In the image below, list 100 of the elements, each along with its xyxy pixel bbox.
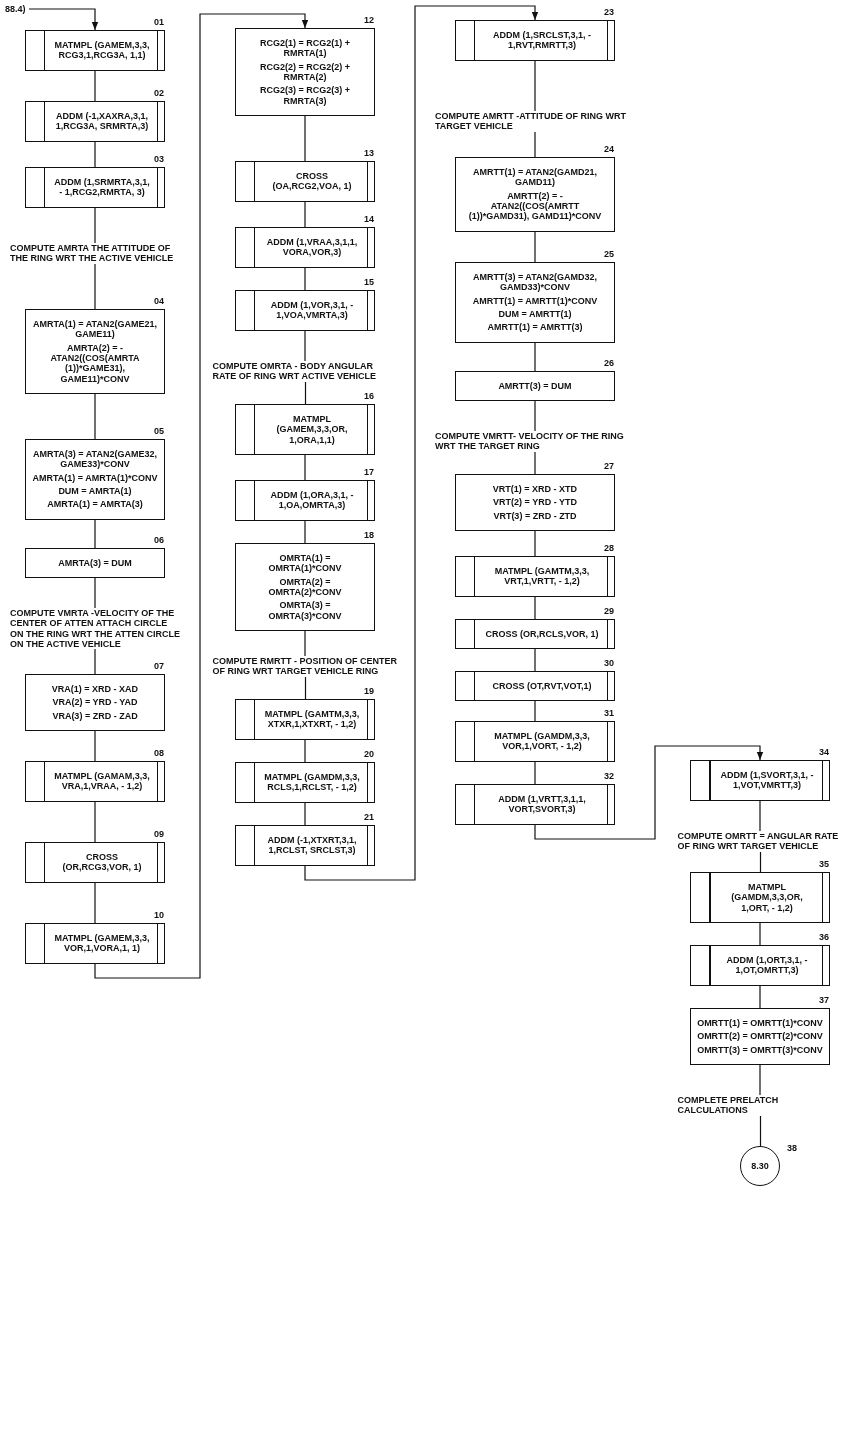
step-number: 15 xyxy=(364,277,374,288)
flow-line xyxy=(534,761,536,785)
step-number: 27 xyxy=(604,461,614,472)
formula-text: OMRTA(2) = OMRTA(2)*CONV xyxy=(267,576,343,598)
flow-line xyxy=(94,141,96,168)
formula-text: VRA(3) = ZRD - ZAD xyxy=(51,710,139,722)
formula-text: AMRTA(1) = AMRTA(3) xyxy=(46,499,144,510)
arrow xyxy=(94,13,309,979)
flow-line xyxy=(94,393,96,440)
step-number: 19 xyxy=(364,686,374,697)
flow-line xyxy=(304,381,307,405)
step-number: 12 xyxy=(364,15,374,26)
formula-text: AMRTA(3) = DUM xyxy=(57,558,133,569)
formula-text: ADDM (1,ORT,3,1, - 1,OT,OMRTT,3) xyxy=(725,955,809,976)
formula-text: AMRTT(3) = DUM xyxy=(497,381,573,392)
step-number: 28 xyxy=(604,543,614,554)
flow-line xyxy=(304,115,306,162)
step-number: 26 xyxy=(604,358,614,369)
step-number: 31 xyxy=(604,708,614,719)
formula-text: RCG2(3) = RCG2(3) + RMRTA(3) xyxy=(259,85,351,107)
step-number: 38 xyxy=(787,1143,797,1154)
formula-text: DUM = AMRTA(1) xyxy=(57,486,133,497)
arrow xyxy=(28,8,99,31)
step-number: 08 xyxy=(154,748,164,759)
formula-text: AMRTT(2) = - ATAN2((COS(AMRTT (1))*GAMD31), GAMD11)*CONV xyxy=(467,190,603,222)
step-number: 17 xyxy=(364,467,374,478)
flow-line xyxy=(759,800,761,832)
formula-text: VRA(2) = YRD - YAD xyxy=(51,697,139,708)
step-number: 24 xyxy=(604,144,614,155)
formula-text: MATMPL (GAMTM,3,3, XTXR,1,XTXRT, - 1,2) xyxy=(263,709,361,730)
formula-text: MATMPL (GAMDM,3,3, VOR,1,VORT, - 1,2) xyxy=(493,731,591,752)
flow-line xyxy=(534,648,536,672)
formula-text: VRT(3) = ZRD - ZTD xyxy=(492,510,578,522)
flow-line xyxy=(94,882,96,924)
step-number: 36 xyxy=(819,932,829,943)
flow-line xyxy=(304,630,306,657)
flow-line xyxy=(759,1115,762,1147)
formula-text: ADDM (1,VRTT,3,1,1, VORT,SVORT,3) xyxy=(497,794,587,815)
connector-label: 8.30 xyxy=(751,1160,769,1172)
step-number: 06 xyxy=(154,535,164,546)
flow-line xyxy=(94,648,96,675)
formula-text: ADDM (1,SRCLST,3,1, - 1,RVT,RMRTT,3) xyxy=(492,30,592,51)
step-number: 07 xyxy=(154,661,164,672)
formula-text: MATMPL (GAMDM,3,3, RCLS,1,RCLST, - 1,2) xyxy=(263,772,361,793)
flow-line xyxy=(759,922,761,946)
formula-text: ADDM (-1,XAXRA,3,1, 1,RCG3A, SRMRTA,3) xyxy=(54,111,150,132)
formula-text: ADDM (1,SRMRTA,3,1, - 1,RCG2,RMRTA, 3) xyxy=(53,177,151,198)
step-number: 32 xyxy=(604,771,614,782)
flow-line xyxy=(304,520,306,544)
formula-text: MATMPL (GAMDM,3,3,OR, 1,ORT, - 1,2) xyxy=(730,882,804,914)
flow-line xyxy=(534,231,536,263)
flow-line xyxy=(304,454,306,481)
formula-text: MATMPL (GAMEM,3,3, VOR,1,VORA,1, 1) xyxy=(53,933,151,954)
step-number: 29 xyxy=(604,606,614,617)
formula-text: VRT(2) = YRD - YTD xyxy=(492,497,578,508)
formula-text: DUM = AMRTT(1) xyxy=(497,309,573,320)
formula-text: ADDM (1,ORA,3,1, - 1,OA,OMRTA,3) xyxy=(269,490,355,511)
formula-text: VRT(1) = XRD - XTD xyxy=(491,484,579,495)
formula-text: ADDM (-1,XTXRT,3,1, 1,RCLST, SRCLST,3) xyxy=(266,835,358,856)
formula-text: AMRTT(3) = ATAN2(GAMD32, GAMD33)*CONV xyxy=(471,272,599,293)
step-number: 30 xyxy=(604,658,614,669)
step-number: 25 xyxy=(604,249,614,260)
formula-text: MATMPL (GAMTM,3,3, VRT,1,VRTT, - 1,2) xyxy=(493,566,591,587)
formula-text: CROSS (OR,RCG3,VOR, 1) xyxy=(61,852,143,873)
step-number: 04 xyxy=(154,296,164,307)
flow-line xyxy=(94,207,96,244)
step-number: 10 xyxy=(154,910,164,921)
formula-text: AMRTT(1) = AMRTT(1)*CONV xyxy=(471,295,599,307)
formula-text: OMRTA(1) = OMRTA(1)*CONV xyxy=(267,553,343,574)
step-number: 09 xyxy=(154,829,164,840)
formula-text: ADDM (1,SVORT,3,1, - 1,VOT,VMRTT,3) xyxy=(719,770,815,791)
step-number: 03 xyxy=(154,154,164,165)
step-number: 16 xyxy=(364,391,374,402)
formula-text: MATMPL (GAMEM,3,3, RCG3,1,RCG3A, 1,1) xyxy=(53,40,151,61)
flow-line xyxy=(304,802,306,826)
step-number: 02 xyxy=(154,88,164,99)
formula-text: OMRTA(3) = OMRTA(3)*CONV xyxy=(267,600,343,622)
formula-text: RCG2(1) = RCG2(1) + RMRTA(1) xyxy=(259,38,351,59)
formula-text: ADDM (1,VOR,3,1, - 1,VOA,VMRTA,3) xyxy=(269,300,355,321)
formula-text: AMRTA(1) = ATAN2(GAME21, GAME11) xyxy=(32,319,158,340)
formula-text: AMRTA(1) = AMRTA(1)*CONV xyxy=(32,472,158,484)
flow-line xyxy=(759,1064,761,1096)
flow-line xyxy=(94,577,96,609)
formula-text: MATMPL (GAMEM,3,3,OR, 1,ORA,1,1) xyxy=(275,414,349,446)
flow-line xyxy=(94,519,96,549)
flow-line xyxy=(304,267,306,291)
step-number: 23 xyxy=(604,7,614,18)
formula-text: AMRTT(1) = AMRTT(3) xyxy=(486,322,584,333)
flow-line xyxy=(94,801,96,843)
flow-line xyxy=(534,60,536,112)
formula-text: CROSS (OT,RVT,VOT,1) xyxy=(491,681,593,692)
step-number: 18 xyxy=(364,530,374,541)
step-number: 21 xyxy=(364,812,374,823)
formula-text: ADDM (1,VRAA,3,1,1, VORA,VOR,3) xyxy=(265,237,359,258)
arrow xyxy=(534,745,764,840)
flow-line xyxy=(534,131,536,158)
annotation-text: COMPUTE VMRTA -VELOCITY OF THE CENTER OF ATTEN ATTACH CIRCLE ON THE RING WRT THE ATTEN CIRCLE ON THE ACTIVE VEHICLE xyxy=(10,608,180,650)
formula-text: CROSS (OA,RCG2,VOA, 1) xyxy=(271,171,353,192)
step-number: 35 xyxy=(819,859,829,870)
formula-text: RCG2(2) = RCG2(2) + RMRTA(2) xyxy=(259,61,351,83)
